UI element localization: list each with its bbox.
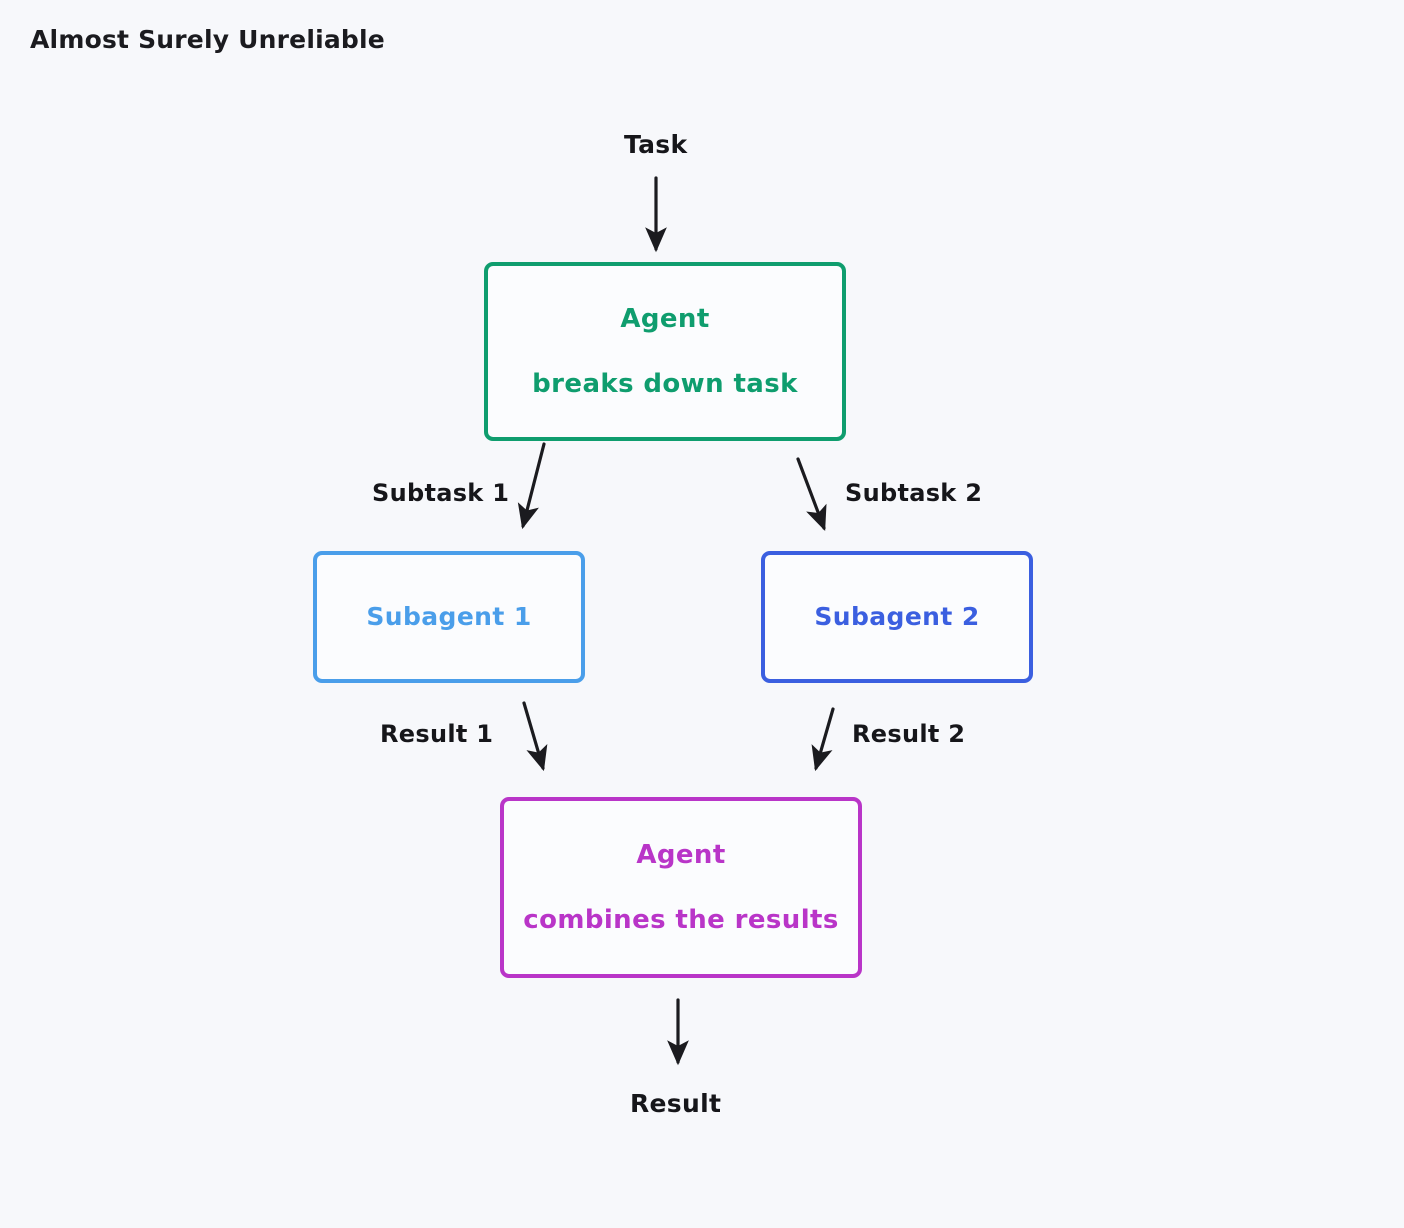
edge-agent-to-subagent-1 [517,442,546,530]
node-subtitle-agent-breakdown: breaks down task [532,368,798,399]
edge-label-subtask-2: Subtask 2 [845,479,983,507]
node-subagent-2[interactable]: Subagent 2 [761,551,1033,683]
edge-label-result-1: Result 1 [380,720,494,748]
terminal-label-task: Task [624,130,688,159]
edge-agent-to-subagent-2 [796,457,827,531]
page-title: Almost Surely Unreliable [30,25,385,54]
node-agent-breaks-down-task[interactable]: Agent breaks down task [484,262,846,441]
edge-label-result-2: Result 2 [852,720,966,748]
node-subtitle-agent-combine: combines the results [523,904,839,935]
edge-subagent-1-to-combine [522,701,548,772]
node-subagent-1[interactable]: Subagent 1 [313,551,585,683]
terminal-label-result: Result [630,1089,722,1118]
node-title-agent-combine: Agent [636,839,726,870]
node-agent-combines-the-results[interactable]: Agent combines the results [500,797,862,978]
edge-subagent-2-to-combine [811,707,835,772]
node-title-subagent-2: Subagent 2 [814,602,980,632]
edge-label-subtask-1: Subtask 1 [372,479,510,507]
node-title-agent-breakdown: Agent [620,303,710,334]
node-title-subagent-1: Subagent 1 [366,602,532,632]
